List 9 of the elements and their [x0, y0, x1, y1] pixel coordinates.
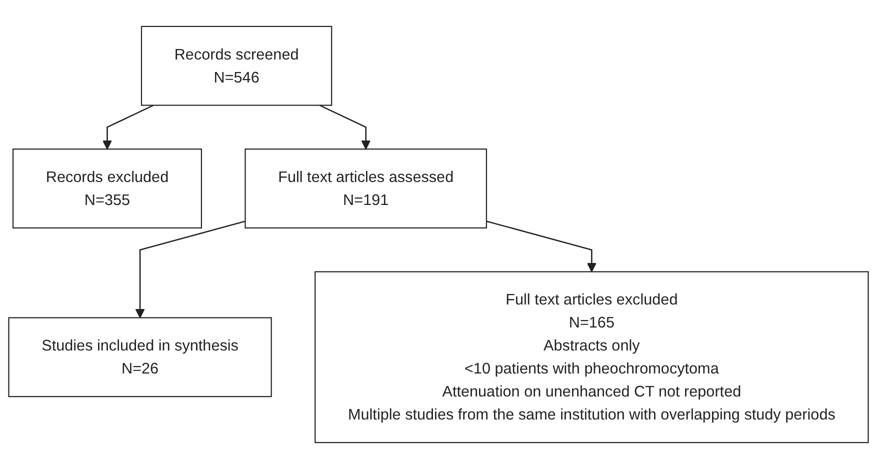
arrow: [135, 220, 246, 318]
arrow: [486, 220, 596, 272]
node-box: Records excluded N=355: [12, 148, 202, 228]
node-box: Records screened N=546: [140, 26, 332, 106]
arrow: [102, 104, 154, 150]
node-box: Full text articles excluded N=165 Abstracts only <10 patients with pheochromocytoma Attenuation on unenhanced CT not reported Multiple studies from the same institution with overlapping study periods: [314, 271, 869, 444]
node-box: Full text articles assessed N=191: [244, 148, 488, 228]
arrow: [319, 104, 371, 150]
node-box: Studies included in synthesis N=26: [8, 317, 272, 398]
